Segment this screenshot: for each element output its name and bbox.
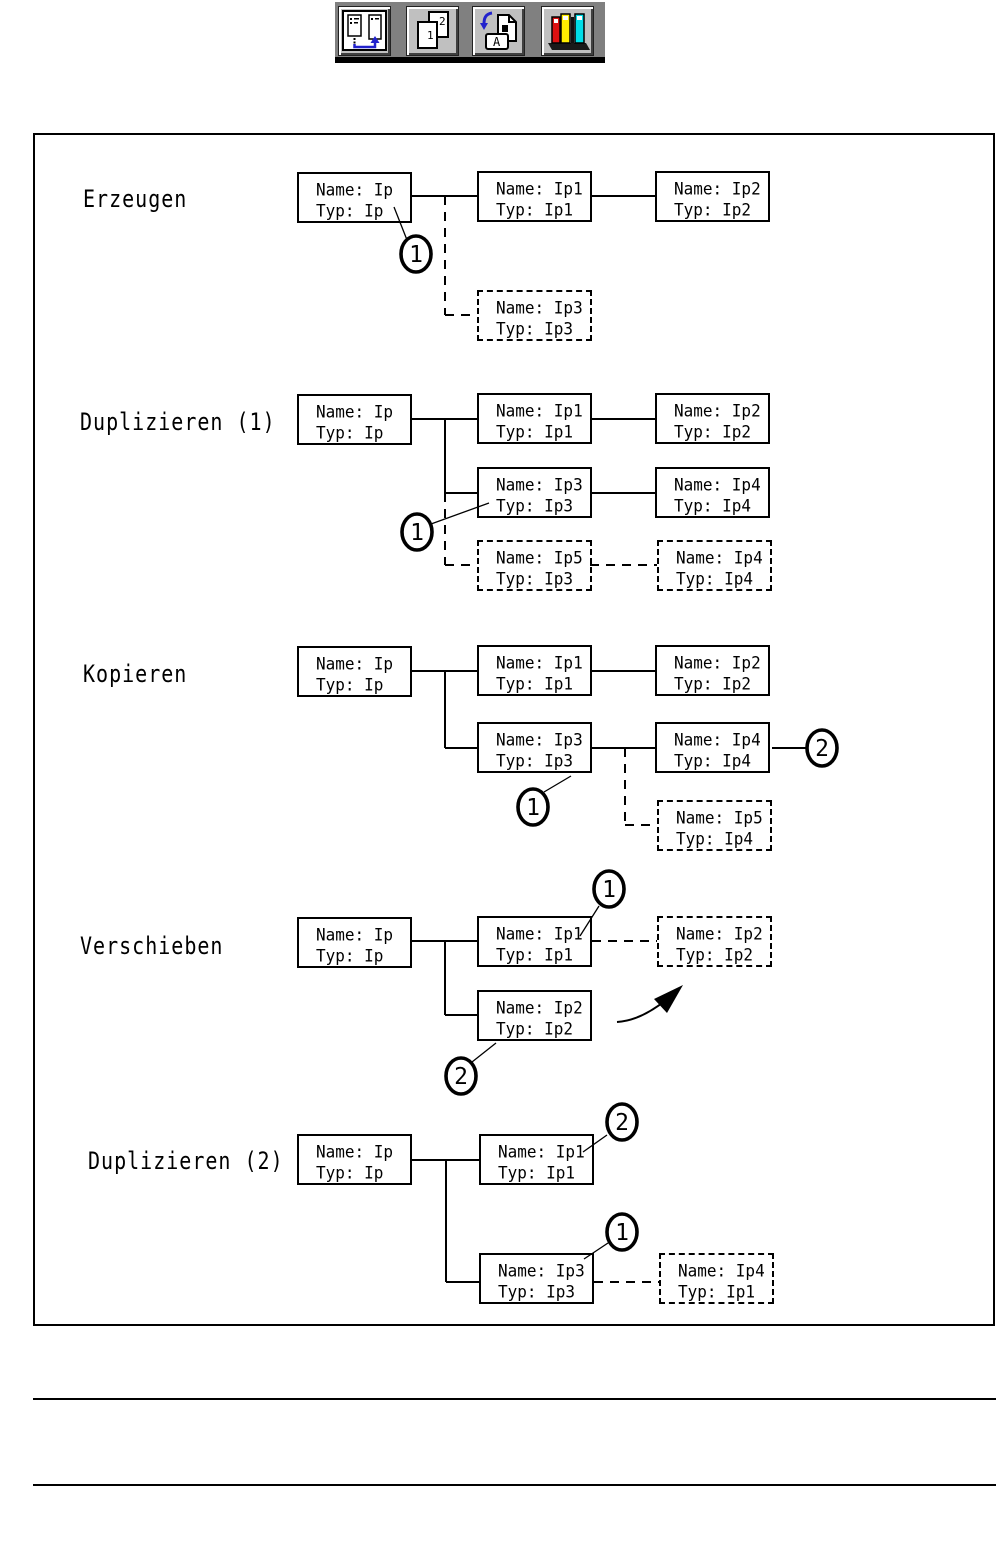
node-box: Name: Ip1 Typ: Ip1 (477, 393, 592, 444)
node-typ-line: Typ: Ip1 (496, 199, 574, 220)
node-box: Name: Ip3 Typ: Ip3 (477, 722, 592, 773)
node-box: Name: Ip3 Typ: Ip3 (479, 1253, 594, 1304)
node-typ-line: Typ: Ip2 (674, 421, 752, 442)
node-box: Name: Ip1 Typ: Ip1 (479, 1134, 594, 1185)
node-name-line: Name: Ip5 (496, 547, 583, 568)
node-name-line: Name: Ip3 (498, 1260, 585, 1281)
node-box: Name: Ip3 Typ: Ip3 (477, 290, 592, 341)
node-typ-line: Typ: Ip2 (674, 199, 752, 220)
library-books-icon (548, 13, 590, 50)
node-typ-line: Typ: Ip3 (496, 568, 574, 589)
node-box: Name: Ip Typ: Ip (297, 917, 412, 968)
node-name-line: Name: Ip (316, 924, 394, 945)
node-typ-line: Typ: Ip3 (498, 1281, 576, 1302)
node-box: Name: Ip Typ: Ip (297, 394, 412, 445)
node-typ-line: Typ: Ip (316, 422, 384, 443)
node-typ-line: Typ: Ip1 (496, 673, 574, 694)
node-name-line: Name: Ip3 (496, 729, 583, 750)
node-name-line: Name: Ip1 (496, 652, 583, 673)
node-typ-line: Typ: Ip (316, 674, 384, 695)
node-box: Name: Ip2 Typ: Ip2 (655, 645, 770, 696)
library-button[interactable] (541, 6, 594, 56)
node-name-line: Name: Ip (316, 653, 394, 674)
node-name-line: Name: Ip3 (496, 474, 583, 495)
node-typ-line: Typ: Ip1 (678, 1281, 756, 1302)
node-name-line: Name: Ip2 (496, 997, 583, 1018)
node-name-line: Name: Ip1 (496, 178, 583, 199)
node-name-line: Name: Ip4 (674, 474, 761, 495)
node-name-line: Name: Ip1 (496, 923, 583, 944)
node-name-line: Name: Ip (316, 401, 394, 422)
node-typ-line: Typ: Ip (316, 1162, 384, 1183)
node-box: Name: Ip4 Typ: Ip4 (655, 467, 770, 518)
node-typ-line: Typ: Ip2 (496, 1018, 574, 1039)
node-box: Name: Ip1 Typ: Ip1 (477, 171, 592, 222)
node-box: Name: Ip Typ: Ip (297, 646, 412, 697)
node-box: Name: Ip2 Typ: Ip2 (477, 990, 592, 1041)
copy-front-page-label: 1 (427, 29, 434, 42)
node-name-line: Name: Ip2 (676, 923, 763, 944)
node-typ-line: Typ: Ip4 (674, 750, 752, 771)
reorganize-panels-icon (342, 10, 387, 51)
node-box: Name: Ip4 Typ: Ip1 (659, 1253, 774, 1304)
copy-pages-icon: 2 1 (417, 11, 449, 49)
node-typ-line: Typ: Ip (316, 200, 384, 221)
node-typ-line: Typ: Ip4 (676, 828, 754, 849)
node-typ-line: Typ: Ip4 (676, 568, 754, 589)
node-box: Name: Ip Typ: Ip (297, 1134, 412, 1185)
node-typ-line: Typ: Ip (316, 945, 384, 966)
node-name-line: Name: Ip2 (674, 178, 761, 199)
reorganize-button[interactable] (338, 6, 391, 56)
node-name-line: Name: Ip4 (674, 729, 761, 750)
section-label-duplizieren-1: Duplizieren (1) (80, 407, 276, 436)
section-label-verschieben: Verschieben (80, 931, 224, 960)
paste-label-letter: A (493, 35, 501, 49)
node-box: Name: Ip1 Typ: Ip1 (477, 645, 592, 696)
node-box: Name: Ip2 Typ: Ip2 (657, 916, 772, 967)
node-name-line: Name: Ip2 (674, 400, 761, 421)
node-name-line: Name: Ip5 (676, 807, 763, 828)
node-typ-line: Typ: Ip1 (496, 944, 574, 965)
node-typ-line: Typ: Ip2 (674, 673, 752, 694)
node-typ-line: Typ: Ip1 (498, 1162, 576, 1183)
node-typ-line: Typ: Ip2 (676, 944, 754, 965)
node-name-line: Name: Ip4 (678, 1260, 765, 1281)
node-typ-line: Typ: Ip3 (496, 318, 574, 339)
node-box: Name: Ip2 Typ: Ip2 (655, 171, 770, 222)
node-name-line: Name: Ip (316, 179, 394, 200)
diagram-frame (33, 133, 995, 1326)
node-box: Name: Ip2 Typ: Ip2 (655, 393, 770, 444)
paste-rename-icon: A (480, 11, 517, 50)
node-typ-line: Typ: Ip4 (674, 495, 752, 516)
section-label-erzeugen: Erzeugen (83, 184, 188, 213)
node-name-line: Name: Ip2 (674, 652, 761, 673)
section-label-duplizieren-2: Duplizieren (2) (88, 1146, 284, 1175)
footer-rule-2 (33, 1484, 996, 1486)
node-box: Name: Ip3 Typ: Ip3 (477, 467, 592, 518)
node-box: Name: Ip5 Typ: Ip3 (477, 540, 592, 591)
node-box: Name: Ip Typ: Ip (297, 172, 412, 223)
node-name-line: Name: Ip4 (676, 547, 763, 568)
node-box: Name: Ip5 Typ: Ip4 (657, 800, 772, 851)
node-typ-line: Typ: Ip3 (496, 750, 574, 771)
node-name-line: Name: Ip1 (498, 1141, 585, 1162)
copy-button[interactable]: 2 1 (406, 6, 459, 56)
node-typ-line: Typ: Ip3 (496, 495, 574, 516)
node-box: Name: Ip1 Typ: Ip1 (477, 916, 592, 967)
node-name-line: Name: Ip3 (496, 297, 583, 318)
section-label-kopieren: Kopieren (83, 659, 188, 688)
copy-back-page-label: 2 (439, 15, 446, 28)
footer-rule-1 (33, 1398, 996, 1400)
node-box: Name: Ip4 Typ: Ip4 (655, 722, 770, 773)
paste-rename-button[interactable]: A (472, 6, 525, 56)
node-box: Name: Ip4 Typ: Ip4 (657, 540, 772, 591)
node-typ-line: Typ: Ip1 (496, 421, 574, 442)
node-name-line: Name: Ip1 (496, 400, 583, 421)
node-name-line: Name: Ip (316, 1141, 394, 1162)
toolbar: 2 1 A (335, 2, 605, 63)
